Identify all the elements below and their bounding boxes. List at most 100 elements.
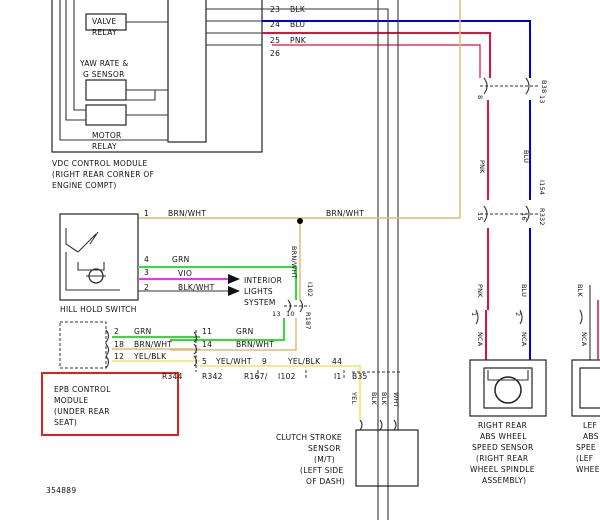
pnk-wire-abs xyxy=(485,100,489,360)
yaw-rate-sensor-box xyxy=(85,79,127,101)
blk-wire-vertical xyxy=(262,8,389,520)
vdc-module-label-2: (RIGHT REAR CORNER OF xyxy=(52,170,154,179)
r344-label: R344 xyxy=(162,372,183,381)
nca-label-1: NCA xyxy=(476,332,484,347)
yel-blk-label-epb: YEL/BLK xyxy=(133,352,167,361)
pin-9-label: 9 xyxy=(262,357,267,366)
brn-wht-label-epb: BRN/WHT xyxy=(134,340,172,349)
splice-dot xyxy=(297,218,303,224)
i102b-label: I102 xyxy=(278,372,296,381)
valve-relay-label-2: RELAY xyxy=(92,28,117,37)
hill-hold-label: HILL HOLD SWITCH xyxy=(60,305,137,314)
pin-8-label: 8 xyxy=(476,95,484,99)
epb-module-outline xyxy=(59,321,107,369)
clutch-label-1: CLUTCH STROKE xyxy=(276,433,342,442)
blu-lower-label: BLU xyxy=(520,284,528,297)
r187-label: R187 xyxy=(304,312,312,330)
abs-pin-2: 2 xyxy=(514,312,522,316)
vdc-wire-pnk: PNK xyxy=(290,36,307,45)
vio-label: VIO xyxy=(178,269,192,278)
connector-r187: 13 10 R187 xyxy=(272,299,312,330)
pin-11-label: 11 xyxy=(202,327,212,336)
r332-label: R332 xyxy=(538,208,546,226)
b35-label: B35 xyxy=(352,372,368,381)
brn-wht-vertical-label: BRN/WHT xyxy=(290,246,298,279)
vdc-module-label-1: VDC CONTROL MODULE xyxy=(52,159,148,168)
yaw-rate-label-2: G SENSOR xyxy=(83,70,125,79)
motor-relay-label-2: RELAY xyxy=(92,142,117,151)
left-abs-label-2: ABS xyxy=(583,432,599,441)
yaw-rate-label-1: YAW RATE & xyxy=(79,59,129,68)
right-abs-label-4: (RIGHT REAR xyxy=(476,454,528,463)
hill-pin-3: 3 xyxy=(144,268,149,277)
connector-b38: B38 8 13 xyxy=(476,77,548,104)
valve-relay-label-1: VALVE xyxy=(92,17,117,26)
right-abs-label-1: RIGHT REAR xyxy=(478,421,527,430)
blk-vertical-label: BLK xyxy=(370,392,378,405)
clutch-label-3: (M/T) xyxy=(314,455,335,464)
interior-lights-label-1: INTERIOR xyxy=(244,276,282,285)
figure-id: 354889 xyxy=(46,486,76,495)
motor-relay-coil xyxy=(85,104,127,126)
connector-dashes-lower xyxy=(257,370,345,380)
vdc-wire-blu: BLU xyxy=(290,20,305,29)
pin-13-label: 13 xyxy=(538,95,546,104)
i154-label: I154 xyxy=(538,180,546,195)
pin-5-label: 5 xyxy=(202,357,207,366)
clutch-label-4: (LEFT SIDE xyxy=(300,466,343,475)
right-abs-label-5: WHEEL SPINDLE xyxy=(470,465,535,474)
blk-wht-arrow-icon xyxy=(228,286,240,296)
vdc-internal-block xyxy=(167,0,207,143)
yel-vertical-label: YEL xyxy=(350,391,358,404)
epb-pin-2: 2 xyxy=(114,327,119,336)
vdc-pin-26: 26 xyxy=(270,49,280,58)
vdc-pin-24: 24 xyxy=(270,20,280,29)
blk-vertical-label-2: BLK xyxy=(380,392,388,405)
epb-label-3: (UNDER REAR xyxy=(54,407,110,416)
pnk-wire-top xyxy=(262,32,491,78)
abs-pin-1: 1 xyxy=(470,312,478,316)
interior-lights-label-3: SYSTEM xyxy=(244,298,276,307)
i102-label: I102 xyxy=(306,282,314,297)
hill-pin-4: 4 xyxy=(144,255,149,264)
left-abs-label-5: WHEE xyxy=(576,465,600,474)
hill-pin-1: 1 xyxy=(144,209,149,218)
grn-label-right: GRN xyxy=(236,327,254,336)
wht-vertical-label: WHT xyxy=(392,392,400,408)
grn-wire-hill xyxy=(138,266,297,300)
grn-wire-epb xyxy=(170,318,285,341)
right-abs-label-6: ASSEMBLY) xyxy=(482,476,526,485)
pin-10-r187: 10 xyxy=(286,310,295,318)
vdc-control-module: VALVE RELAY YAW RATE & G SENSOR MOTOR RE… xyxy=(51,0,307,190)
yel-blk-label-right: YEL/BLK xyxy=(287,357,321,366)
clutch-stroke-sensor: YEL BLK BLK WHT CLUTCH STROKE SENSOR (M/… xyxy=(276,371,419,487)
yel-blk-epb-12 xyxy=(112,360,361,420)
vdc-internal-wires xyxy=(59,0,168,141)
grn-label-epb: GRN xyxy=(134,327,152,336)
vdc-module-label-3: ENGINE COMPT) xyxy=(52,181,117,190)
pin-16-label: 16 xyxy=(520,212,528,221)
brn-wht-label-a: BRN/WHT xyxy=(168,209,206,218)
vdc-pin-leads xyxy=(206,8,262,46)
brn-wht-wire-epb xyxy=(170,318,297,351)
pin-14-label: 14 xyxy=(202,340,212,349)
pnk-vertical-label: PNK xyxy=(478,160,486,174)
hill-hold-switch: HILL HOLD SWITCH xyxy=(59,213,139,314)
brn-wht-label-right: BRN/WHT xyxy=(236,340,274,349)
clutch-label-2: SENSOR xyxy=(308,444,341,453)
connector-r344-pins xyxy=(193,331,198,367)
nca-label-2: NCA xyxy=(520,332,528,347)
connector-r332: 15 16 R332 xyxy=(476,205,546,226)
blk-lower-label: BLK xyxy=(576,284,584,297)
vdc-module-outline xyxy=(51,0,263,153)
right-abs-label-3: SPEED SENSOR xyxy=(472,443,534,452)
left-abs-label-4: (LEF xyxy=(576,454,593,463)
clutch-label-5: OF DASH) xyxy=(306,477,345,486)
i1-label: I1 xyxy=(334,372,342,381)
nca-label-3: NCA xyxy=(580,332,588,347)
pnk-wire-26 xyxy=(272,44,481,78)
pnk-lower-label: PNK xyxy=(476,284,484,298)
epb-label-2: MODULE xyxy=(54,396,88,405)
blk-wht-label: BLK/WHT xyxy=(178,283,215,292)
